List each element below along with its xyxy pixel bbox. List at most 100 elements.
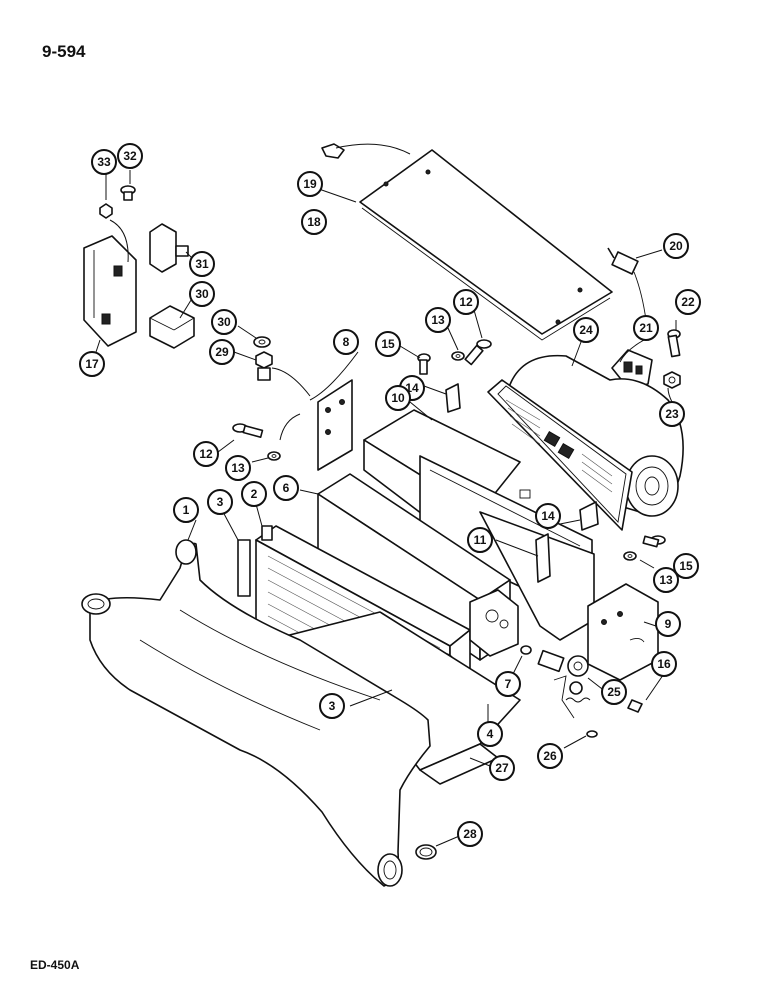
screw-12-top — [464, 339, 492, 366]
callout-3-bottom-label: 3 — [329, 699, 336, 713]
screw-32 — [120, 185, 136, 201]
callout-15-right: 15 — [673, 553, 699, 579]
callout-28: 30 — [211, 309, 237, 335]
figure-code: ED-450A — [30, 958, 80, 972]
nut-21 — [663, 371, 681, 389]
callout-1-label: 1 — [183, 503, 190, 517]
callout-17: 19 — [297, 171, 323, 197]
callout-11-label: 16 — [657, 657, 671, 671]
callout-15-top-label: 15 — [381, 337, 395, 351]
nut-33 — [99, 203, 113, 219]
callout-5-label: 6 — [283, 481, 290, 495]
bracket-31 — [83, 235, 137, 347]
callout-25: 27 — [489, 755, 515, 781]
callout-3-top: 3 — [207, 489, 233, 515]
callout-2-label: 2 — [251, 487, 258, 501]
callout-26-label: 28 — [463, 827, 477, 841]
callout-4: 4 — [477, 721, 503, 747]
callout-13-left: 13 — [225, 455, 251, 481]
washer-13-top — [451, 351, 465, 361]
callout-12-left-label: 12 — [199, 447, 213, 461]
screw-15-right — [642, 535, 666, 548]
callout-31: 17 — [79, 351, 105, 377]
callout-23: 25 — [601, 679, 627, 705]
switch — [607, 247, 647, 321]
page-number: 9-594 — [42, 42, 86, 61]
screw-12-left — [232, 423, 264, 438]
callout-22: 24 — [573, 317, 599, 343]
callout-6: 7 — [495, 671, 521, 697]
callout-2: 2 — [241, 481, 267, 507]
washer-28 — [253, 336, 271, 348]
bracket-8 — [587, 583, 659, 681]
callout-9: 10 — [385, 385, 411, 411]
o-ring-6 — [520, 645, 532, 655]
callout-24: 26 — [537, 743, 563, 769]
callout-13-right: 13 — [653, 567, 679, 593]
callout-23-label: 25 — [607, 685, 621, 699]
callout-18-label: 20 — [669, 239, 683, 253]
callout-33-label: 33 — [97, 155, 111, 169]
screw-20 — [667, 329, 681, 358]
callout-15-top: 15 — [375, 331, 401, 357]
callout-33: 33 — [91, 149, 117, 175]
callout-15-right-label: 15 — [679, 559, 693, 573]
callout-30: 31 — [189, 251, 215, 277]
callout-12-top-label: 12 — [459, 295, 473, 309]
callout-22-label: 24 — [579, 323, 593, 337]
callout-19: 21 — [633, 315, 659, 341]
callout-13-right-label: 13 — [659, 573, 673, 587]
callout-27-label: 29 — [215, 345, 229, 359]
spacer-plate — [535, 533, 551, 583]
callout-29: 30 — [189, 281, 215, 307]
bracket-7 — [317, 379, 353, 471]
screw-15-top — [417, 353, 431, 375]
callout-12-left: 12 — [193, 441, 219, 467]
cover-plate — [359, 149, 613, 341]
callout-19-label: 21 — [639, 321, 653, 335]
callout-21-label: 23 — [665, 407, 679, 421]
callout-31-label: 17 — [85, 357, 99, 371]
callout-13-left-label: 13 — [231, 461, 245, 475]
callout-26: 28 — [457, 821, 483, 847]
air-duct — [81, 539, 431, 887]
clip — [321, 143, 345, 159]
o-ring-26 — [415, 844, 437, 860]
callout-14-right: 14 — [535, 503, 561, 529]
callout-10-label: 11 — [474, 533, 487, 547]
callout-9-label: 10 — [391, 391, 405, 405]
leader-lines — [95, 143, 677, 847]
blower-assembly — [487, 354, 684, 531]
small-bracket-top — [445, 383, 461, 413]
callout-11: 16 — [651, 651, 677, 677]
callout-12-top: 12 — [453, 289, 479, 315]
callout-14-right-label: 14 — [541, 509, 555, 523]
callout-8: 9 — [655, 611, 681, 637]
callout-6-label: 7 — [505, 677, 512, 691]
callout-20: 22 — [675, 289, 701, 315]
callout-3-bottom: 3 — [319, 693, 345, 719]
spring-24 — [565, 697, 598, 738]
callout-7: 8 — [333, 329, 359, 355]
foam-strip-left — [237, 539, 251, 597]
callout-16-label: 18 — [307, 215, 321, 229]
callout-32-label: 32 — [123, 149, 137, 163]
washer-13-right — [623, 551, 637, 561]
callout-32: 32 — [117, 143, 143, 169]
callout-25-label: 27 — [495, 761, 509, 775]
callout-7-label: 8 — [343, 335, 350, 349]
small-bracket-right — [579, 501, 599, 531]
callout-28-label: 30 — [217, 315, 231, 329]
relay-29 — [149, 305, 195, 349]
callout-30-label: 31 — [195, 257, 209, 271]
callout-4-label: 4 — [487, 727, 494, 741]
callout-13-top-label: 13 — [431, 313, 445, 327]
relay-30 — [149, 223, 189, 273]
callout-1: 1 — [173, 497, 199, 523]
callout-20-label: 22 — [681, 295, 695, 309]
callout-8-label: 9 — [665, 617, 672, 631]
screw-27 — [255, 351, 273, 381]
callout-29-label: 30 — [195, 287, 209, 301]
washer-13-left — [267, 451, 281, 461]
